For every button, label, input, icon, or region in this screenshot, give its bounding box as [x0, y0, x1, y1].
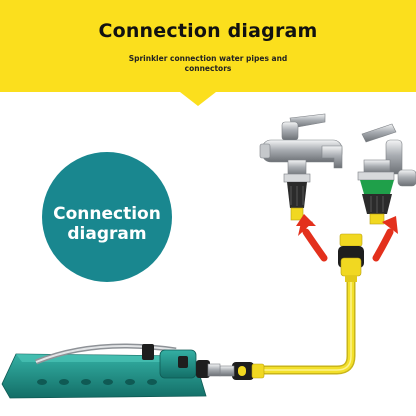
hose-connector-icon — [338, 233, 364, 282]
page-title: Connection diagram — [98, 20, 318, 42]
arrow-right-icon — [372, 216, 398, 262]
header-banner — [0, 0, 416, 92]
arrow-left-icon — [296, 214, 328, 262]
faucet-left-icon — [259, 113, 343, 221]
sprinkler-icon — [1, 343, 221, 399]
teal-circle-badge — [42, 152, 172, 282]
banner-pointer — [180, 92, 216, 106]
circle-badge-label: Connection diagram — [53, 204, 161, 244]
page-subtitle: Sprinkler connection water pipes and con… — [128, 54, 288, 73]
hose-connector-icon — [219, 362, 265, 380]
garden-hose — [262, 282, 356, 375]
faucet-right-icon — [357, 123, 416, 225]
